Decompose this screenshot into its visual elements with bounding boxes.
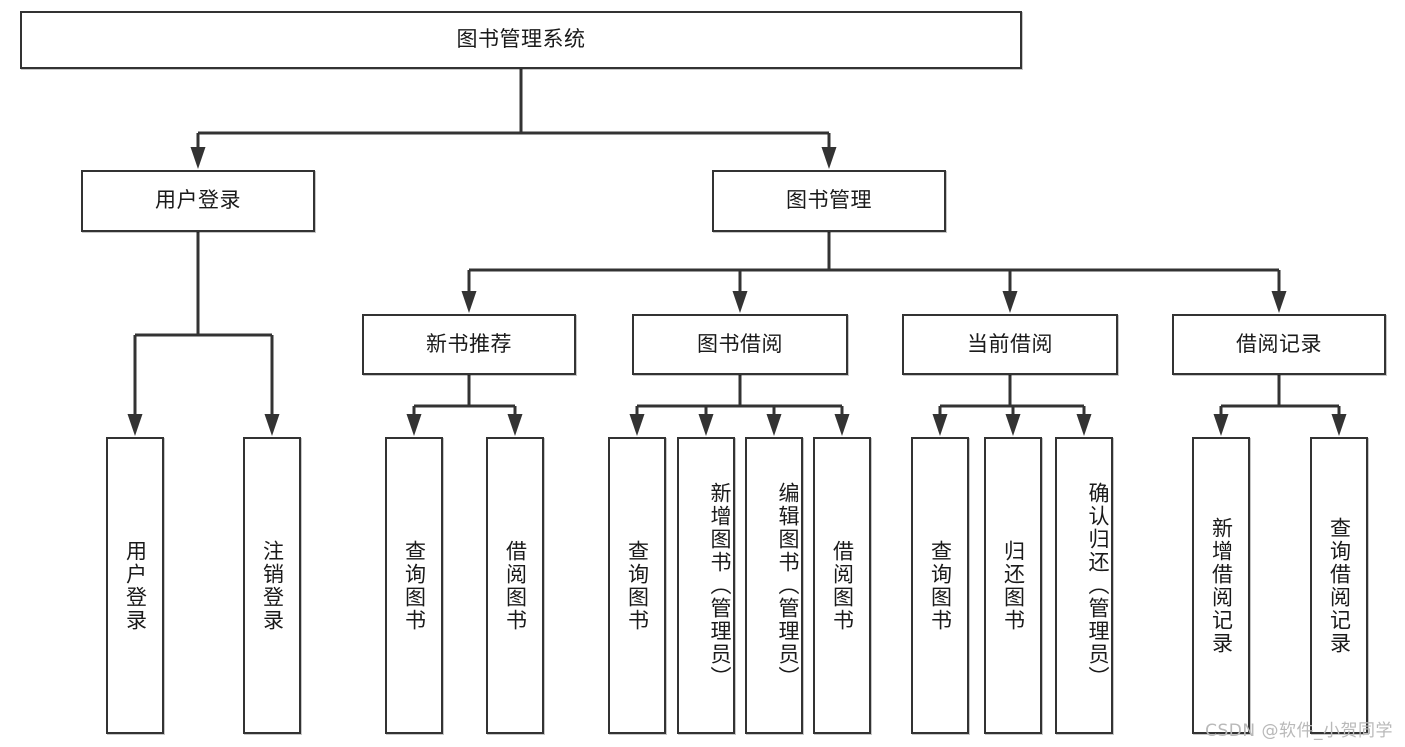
arrow-head-icon [1005,414,1021,436]
node-label: 新增借阅记录 [1209,516,1234,655]
arrow-head-icon [264,414,280,436]
node-label: 图书管理 [786,188,872,213]
node-label: 新书推荐 [426,331,512,356]
node-new-book-recommend[interactable]: 新书推荐 [362,314,576,375]
arrow-head-icon [190,147,206,169]
arrow-head-icon [698,414,714,436]
arrow-head-icon [127,414,143,436]
arrow-head-icon [834,414,850,436]
node-label: 借阅记录 [1236,331,1322,356]
arrow-head-icon [507,414,523,436]
node-label: 注销登录 [260,539,285,632]
arrow-head-icon [406,414,422,436]
node-label: 归还图书 [1001,539,1026,632]
arrow-head-icon [766,414,782,436]
arrow-head-icon [629,414,645,436]
node-leaf-confirm-return[interactable]: 确认归还（管理员） [1055,437,1113,734]
node-book-borrow[interactable]: 图书借阅 [632,314,848,375]
node-leaf-borrow-book-1[interactable]: 借阅图书 [486,437,544,734]
arrow-head-icon [1213,414,1229,436]
node-leaf-logout-login[interactable]: 注销登录 [243,437,301,734]
node-leaf-query-book-3[interactable]: 查询图书 [911,437,969,734]
arrow-head-icon [461,291,477,313]
node-leaf-edit-book[interactable]: 编辑图书（管理员） [745,437,803,734]
watermark-label: CSDN @软件_小贺同学 [1205,721,1393,741]
node-label: 当前借阅 [967,331,1053,356]
node-leaf-query-book-2[interactable]: 查询图书 [608,437,666,734]
arrow-head-icon [1271,291,1287,313]
node-label: 图书管理系统 [456,27,586,52]
node-label: 用户登录 [123,539,148,632]
node-leaf-user-login[interactable]: 用户登录 [106,437,164,734]
node-label: 用户登录 [155,188,241,213]
arrow-head-icon [732,291,748,313]
node-label: 查询图书 [625,539,650,632]
node-label: 新增图书（管理员） [708,482,732,689]
node-user-login[interactable]: 用户登录 [81,170,315,232]
node-borrow-record[interactable]: 借阅记录 [1172,314,1386,375]
node-root[interactable]: 图书管理系统 [20,11,1022,69]
node-current-borrow[interactable]: 当前借阅 [902,314,1118,375]
node-label: 借阅图书 [830,539,855,632]
node-label: 确认归还（管理员） [1086,482,1110,689]
node-book-manage[interactable]: 图书管理 [712,170,946,232]
node-label: 查询图书 [402,539,427,632]
node-label: 图书借阅 [697,331,783,356]
node-label: 查询图书 [928,539,953,632]
arrow-head-icon [1076,414,1092,436]
arrow-head-icon [932,414,948,436]
node-label: 查询借阅记录 [1327,516,1352,655]
arrow-head-icon [1002,291,1018,313]
arrow-head-icon [1331,414,1347,436]
node-label: 编辑图书（管理员） [776,482,800,689]
arrow-head-icon [821,147,837,169]
node-leaf-add-book[interactable]: 新增图书（管理员） [677,437,735,734]
node-label: 借阅图书 [503,539,528,632]
node-leaf-query-record[interactable]: 查询借阅记录 [1310,437,1368,734]
node-leaf-add-record[interactable]: 新增借阅记录 [1192,437,1250,734]
node-leaf-borrow-book-2[interactable]: 借阅图书 [813,437,871,734]
node-leaf-query-book-1[interactable]: 查询图书 [385,437,443,734]
node-leaf-return-book[interactable]: 归还图书 [984,437,1042,734]
